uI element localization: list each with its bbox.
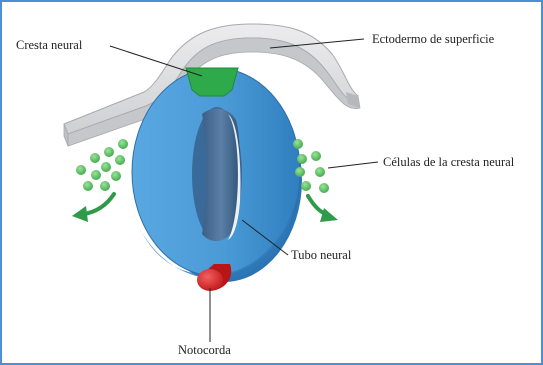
neural-crest-cells-left bbox=[76, 139, 128, 191]
neural-tube bbox=[132, 68, 302, 282]
label-surface-ectoderm: Ectodermo de superficie bbox=[372, 32, 495, 46]
label-neural-tube: Tubo neural bbox=[291, 248, 352, 262]
neural-crest bbox=[186, 68, 238, 96]
label-neural-crest: Cresta neural bbox=[16, 38, 83, 52]
left-arrowhead bbox=[72, 206, 88, 222]
neural-tube-lumen bbox=[192, 107, 242, 241]
label-notochord: Notocorda bbox=[178, 343, 231, 357]
right-arrowhead bbox=[320, 208, 338, 222]
left-migration-arrow bbox=[84, 194, 114, 214]
leader-line-crest-cells bbox=[328, 162, 378, 168]
label-neural-crest-cells: Células de la cresta neural bbox=[383, 155, 515, 169]
